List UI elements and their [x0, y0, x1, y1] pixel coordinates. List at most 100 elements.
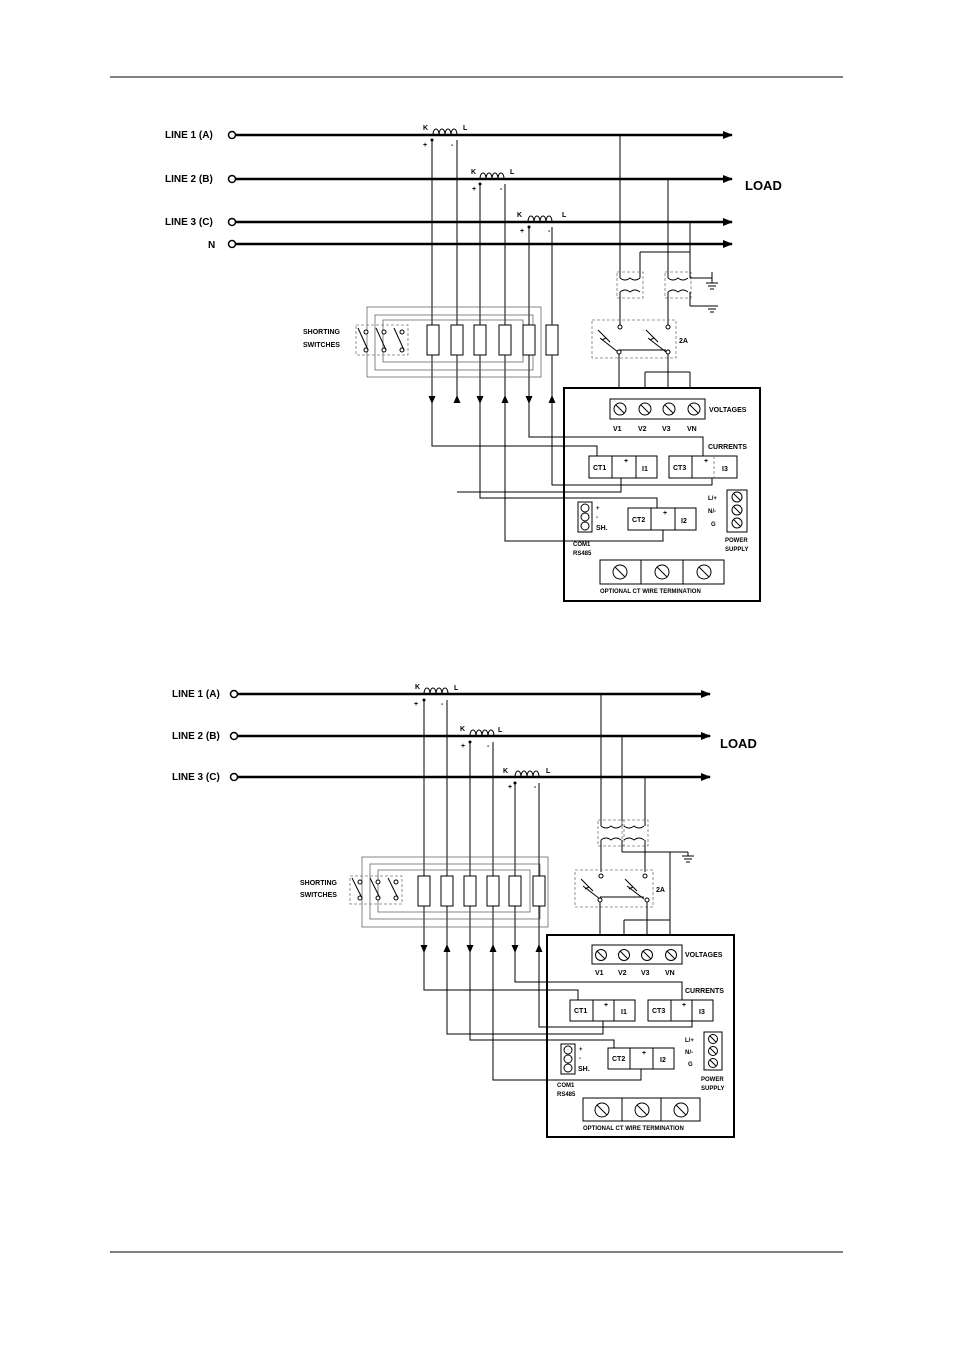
svg-text:G: G — [688, 1062, 693, 1068]
svg-text:L: L — [498, 727, 503, 734]
v3-label: V3 — [641, 970, 650, 977]
fuse-switch: 2A — [591, 319, 688, 359]
svg-text:-: - — [548, 228, 551, 235]
svg-text:N/-: N/- — [708, 509, 716, 515]
pt-transformer-1 — [616, 271, 644, 325]
line-2-terminal — [227, 174, 237, 184]
svg-text:-: - — [596, 515, 598, 521]
load-label: LOAD — [745, 178, 782, 193]
ct-coil-3: K L + - — [517, 212, 567, 235]
svg-text:K: K — [517, 212, 522, 219]
svg-text:+: + — [472, 186, 476, 193]
line-1-label: LINE 1 (A) — [165, 130, 213, 141]
svg-text:SH.: SH. — [578, 1066, 590, 1073]
shorting-switches: SHORTING SWITCHES — [300, 856, 549, 928]
ct-coil-3: K L + - — [503, 768, 551, 791]
svg-text:+: + — [682, 1002, 686, 1009]
svg-text:2A: 2A — [679, 338, 688, 345]
svg-text:CT1: CT1 — [593, 465, 606, 472]
fuse-switch: 2A — [574, 869, 665, 908]
line-1-terminal — [227, 130, 237, 140]
svg-text:+: + — [520, 228, 524, 235]
meter-wiring — [423, 952, 693, 1081]
v2-label: V2 — [618, 970, 627, 977]
ct-coil-1: K L + - — [414, 684, 459, 708]
svg-text:-: - — [487, 743, 490, 750]
svg-text:+: + — [642, 1050, 646, 1057]
supply-label: SUPPLY — [725, 547, 748, 553]
screw-icon — [612, 564, 628, 580]
optional-ct-label: OPTIONAL CT WIRE TERMINATION — [583, 1126, 684, 1132]
svg-text:I3: I3 — [699, 1009, 705, 1016]
line-3-terminal — [227, 217, 237, 227]
ct-coil-2: K L + - — [471, 169, 515, 193]
svg-text:+: + — [461, 743, 465, 750]
shorting-label-2: SWITCHES — [303, 342, 340, 349]
svg-text:K: K — [415, 684, 420, 691]
screw-icon — [665, 949, 677, 961]
svg-text:CT2: CT2 — [612, 1056, 625, 1063]
optional-ct-label: OPTIONAL CT WIRE TERMINATION — [600, 589, 701, 595]
svg-text:+: + — [423, 142, 427, 149]
diagram-1: LINE 1 (A) LINE 2 (B) LINE 3 (C) N LOAD … — [165, 125, 782, 602]
com1-label: COM1 — [573, 542, 591, 548]
screw-icon — [654, 564, 670, 580]
ct-coil-1: K L + - — [423, 125, 468, 149]
line-3-terminal — [229, 772, 239, 782]
screw-icon — [662, 402, 676, 416]
svg-text:K: K — [471, 169, 476, 176]
screw-icon — [687, 402, 701, 416]
supply-label: SUPPLY — [701, 1086, 724, 1092]
screw-icon — [618, 949, 630, 961]
ground-icon — [706, 305, 718, 313]
svg-text:CT3: CT3 — [652, 1008, 665, 1015]
rs485-label: RS485 — [557, 1092, 576, 1098]
ct-coil-2: K L + - — [460, 726, 503, 750]
svg-text:+: + — [624, 458, 628, 465]
svg-text:L: L — [546, 768, 551, 775]
screw-icon — [641, 949, 653, 961]
svg-text:CT1: CT1 — [574, 1008, 587, 1015]
v3-label: V3 — [662, 426, 671, 433]
voltage-terminal-block — [609, 398, 706, 420]
rs485-label: RS485 — [573, 551, 592, 557]
vn-label: VN — [687, 426, 697, 433]
screw-icon — [696, 564, 712, 580]
ground-icon — [706, 282, 718, 290]
ground-icon — [682, 852, 694, 863]
svg-text:I1: I1 — [642, 466, 648, 473]
svg-text:-: - — [451, 142, 454, 149]
neutral-terminal — [227, 239, 237, 249]
test-terminals — [417, 875, 546, 907]
line-2-terminal — [229, 731, 239, 741]
svg-text:L/+: L/+ — [708, 496, 717, 502]
line-1-terminal — [229, 689, 239, 699]
line-3-label: LINE 3 (C) — [172, 772, 220, 783]
v1-label: V1 — [595, 970, 604, 977]
shorting-label-2: SWITCHES — [300, 892, 337, 899]
line-1-label: LINE 1 (A) — [172, 689, 220, 700]
svg-text:-: - — [441, 701, 444, 708]
neutral-label: N — [208, 240, 215, 251]
load-label: LOAD — [720, 736, 757, 751]
meter-wiring — [431, 403, 713, 542]
svg-text:K: K — [423, 125, 428, 132]
shorting-label-1: SHORTING — [300, 880, 338, 887]
svg-text:L/+: L/+ — [685, 1038, 694, 1044]
currents-label: CURRENTS — [708, 444, 747, 451]
screw-icon — [731, 504, 743, 516]
test-terminals — [426, 324, 559, 356]
currents-label: CURRENTS — [685, 988, 724, 995]
pt-transformer-1 — [597, 819, 625, 872]
ct-leads — [420, 700, 543, 953]
svg-text:+: + — [704, 458, 708, 465]
svg-text:+: + — [604, 1002, 608, 1009]
line-2-label: LINE 2 (B) — [172, 731, 220, 742]
svg-text:L: L — [454, 685, 459, 692]
svg-text:I3: I3 — [722, 466, 728, 473]
svg-text:+: + — [414, 701, 418, 708]
svg-text:K: K — [460, 726, 465, 733]
v2-label: V2 — [638, 426, 647, 433]
